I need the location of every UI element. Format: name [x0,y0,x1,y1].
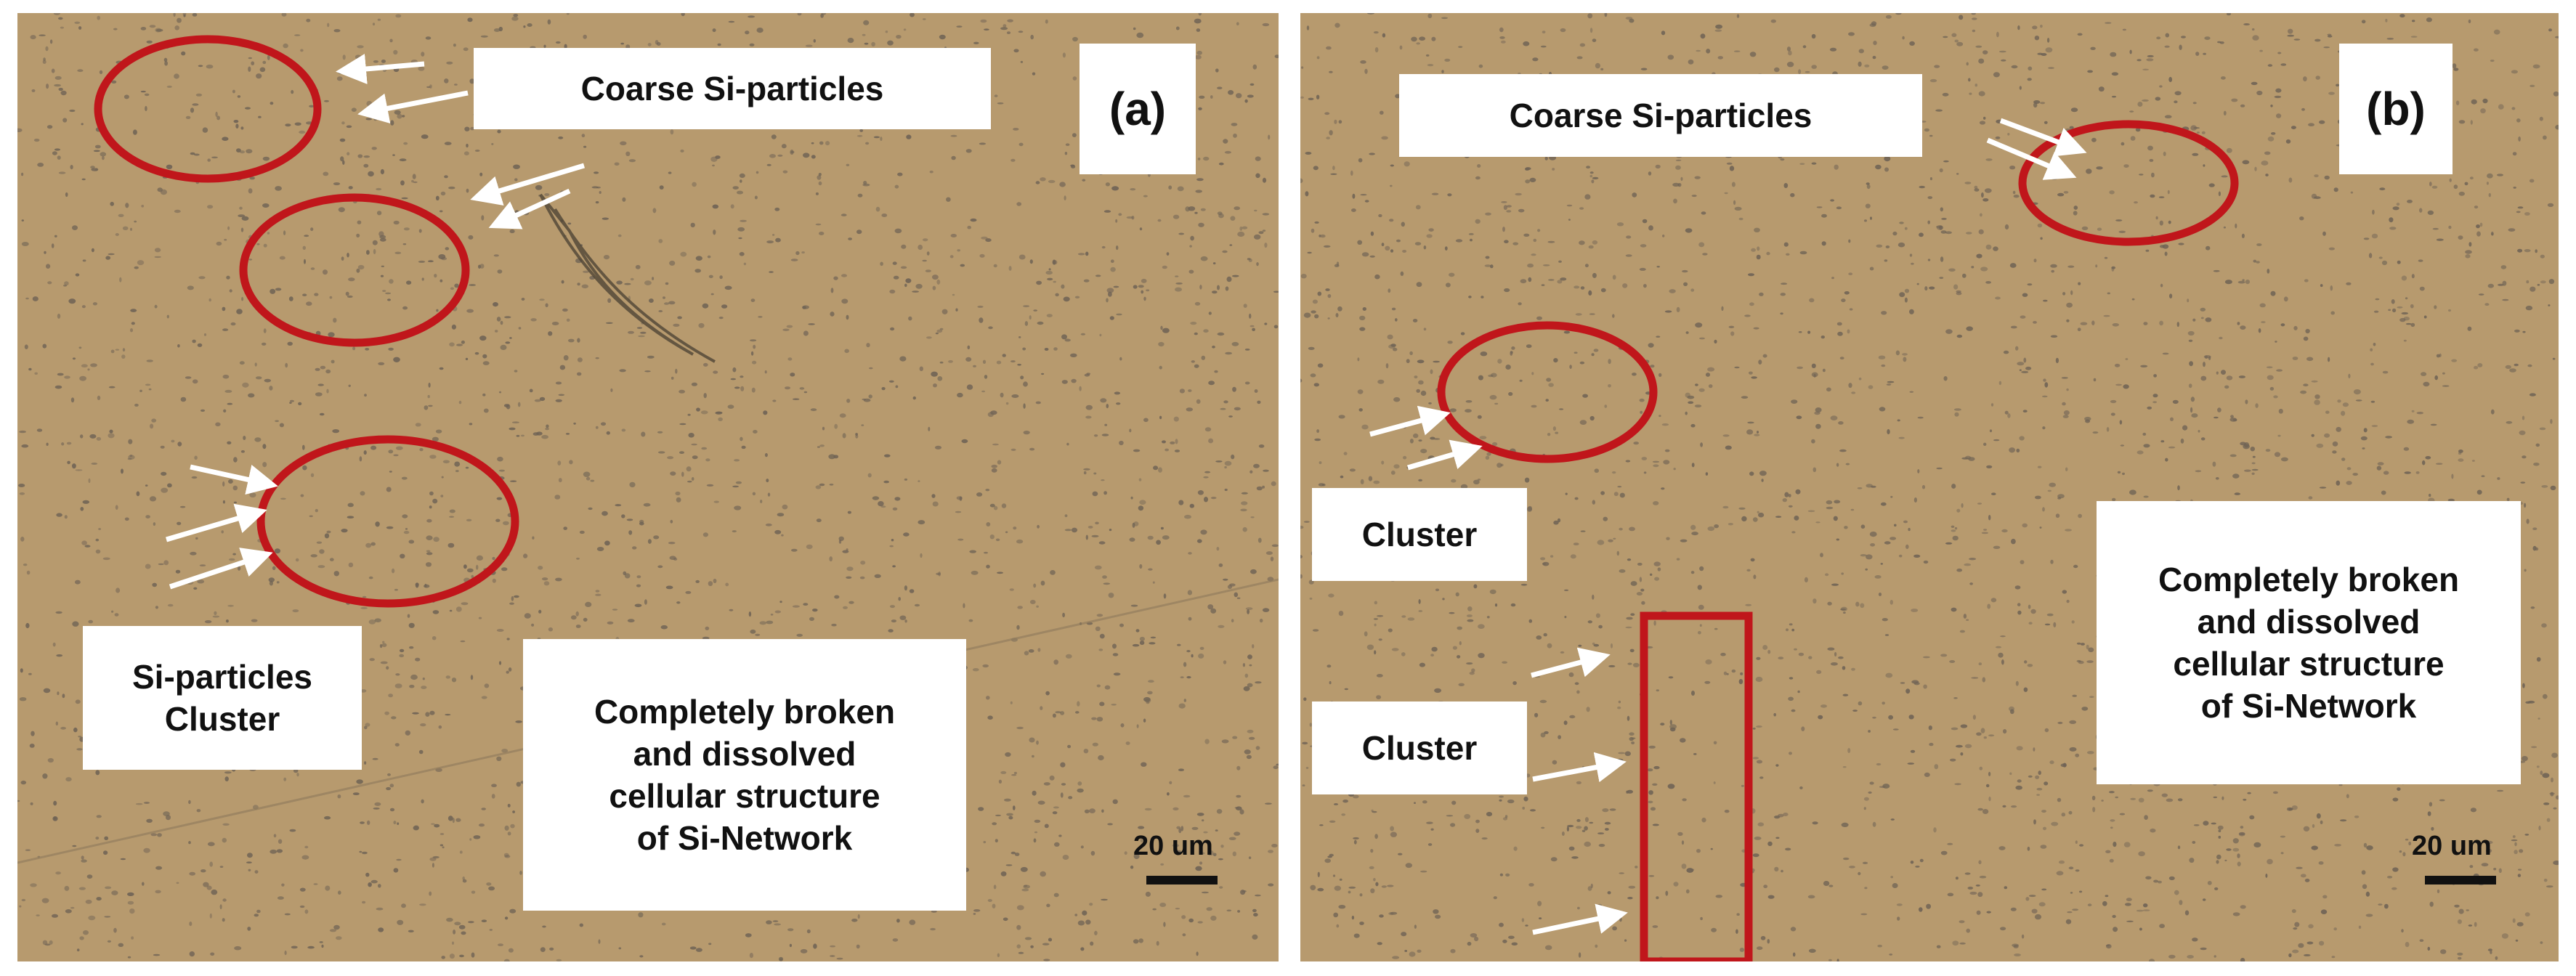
label-si-particles-cluster: Si-particles Cluster [83,626,362,770]
label-text: Coarse Si-particles [580,70,884,107]
red-rectangle-cluster [1640,611,1753,961]
label-line: Cluster [164,700,280,738]
annotation-overlay-a [94,35,586,608]
red-ellipse-cluster [1437,321,1658,463]
label-line: cellular structure [2173,645,2445,683]
label-cluster-2: Cluster [1312,702,1527,794]
red-ellipse-cluster [256,435,519,608]
label-line: Si-particles [132,658,312,696]
arrow [488,188,571,229]
arrow [1999,118,2087,157]
arrow [1986,137,2077,180]
panel-tag-b: (b) [2339,44,2453,174]
label-line: Completely broken [594,693,896,731]
label-coarse-si-particles: Coarse Si-particles [474,48,991,129]
arrow [1369,405,1451,437]
red-ellipse-coarse-1 [94,35,322,183]
label-cluster-1: Cluster [1312,488,1527,581]
arrow [336,54,425,84]
scale-bar-a [1146,876,1218,884]
panel-tag-text: (a) [1109,83,1167,135]
label-line: cellular structure [609,777,880,815]
red-ellipse-coarse-2 [239,193,470,347]
red-ellipse-coarse [2018,120,2239,246]
arrow [470,163,586,206]
annotation-overlay-b [1369,118,2239,961]
arrow [190,464,278,495]
arrow [1532,903,1628,935]
micrograph-panel-b: Coarse Si-particles (b) Cluster Cluster … [1300,13,2559,961]
arrow [169,548,273,590]
label-coarse-si-particles: Coarse Si-particles [1399,74,1922,157]
arrow [357,90,469,123]
surface-defect [539,193,716,363]
label-line: and dissolved [2197,603,2421,640]
arrow [166,503,267,542]
scale-bar-b [2425,876,2496,884]
label-line: Completely broken [2158,561,2460,598]
arrow [1407,439,1483,471]
label-text: Coarse Si-particles [1509,97,1812,134]
arrow [1532,752,1627,783]
label-completely-broken: Completely broken and dissolved cellular… [2097,501,2521,784]
label-text: Cluster [1361,516,1478,553]
scale-bar-label-b: 20 um [2412,831,2492,861]
scale-bar-label-a: 20 um [1133,831,1213,861]
label-line: of Si-Network [636,819,853,857]
label-line: of Si-Network [2200,687,2417,725]
label-text: Cluster [1361,729,1478,767]
micrograph-panel-a: Coarse Si-particles (a) Si-particles Clu… [17,13,1279,961]
panel-tag-a: (a) [1080,44,1196,174]
label-line: and dissolved [633,735,856,773]
label-completely-broken: Completely broken and dissolved cellular… [523,639,966,911]
arrow [1531,647,1611,678]
panel-tag-text: (b) [2366,83,2426,135]
